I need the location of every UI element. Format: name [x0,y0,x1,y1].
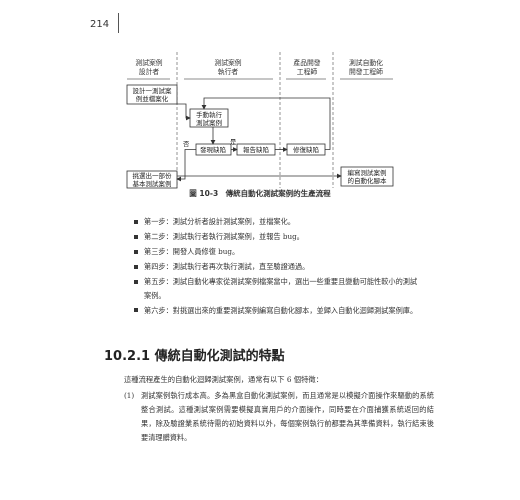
lane-3-line1: 產品開發 [293,58,320,67]
header-rule [118,13,119,33]
step-text: 第三步：開發人員修復 bug。 [144,247,240,256]
bullet-icon [134,219,138,224]
lane-1-line2: 設計者 [139,67,160,76]
box-script-line2: 的自動化腳本 [348,176,388,185]
list-item: 第三步：開發人員修復 bug。 [134,245,424,259]
paragraph-text: 測試案例執行成本高。多為黑盒自動化測試案例，而且通常是以模擬介面操作來驅動的系統… [141,391,434,442]
lane-2-line1: 測試案例 [214,58,241,67]
lane-2-line2: 執行者 [218,67,239,76]
lane-4-line2: 開發工程師 [349,67,383,76]
flow-diagram: 測試案例 設計者 測試案例 執行者 產品開發 工程師 測試自動化 開發工程師 設… [126,52,394,189]
box-manual-line1: 手動執行 [196,110,223,119]
intro-text: 這種流程產生的自動化迴歸測試案例，通常有以下 6 個特徵： [124,375,323,384]
arrow-design-to-manual [177,103,191,121]
paragraph-number: (1) [124,391,135,400]
box-design [126,84,178,105]
list-item: 第四步：測試執行者再次執行測試，直至驗證通過。 [134,260,424,274]
box-design-line2: 例並檔案化 [136,94,169,103]
figure-caption: 圖 10-3 傳統自動化測試案例的生產流程 [189,189,331,198]
box-report-label: 報告缺陷 [243,145,269,154]
lane-4-line1: 測試自動化 [349,58,383,67]
step-text: 第一步：測試分析者設計測試案例，並檔案化。 [144,217,295,226]
section-title: 10.2.1 傳統自動化測試的特點 [104,349,285,364]
paragraph-1: (1) 測試案例執行成本高。多為黑盒自動化測試案例，而且通常是以模擬介面操作來驅… [124,389,434,445]
bullet-icon [134,279,138,284]
box-script-line1: 編寫測試案例 [348,168,387,177]
label-yes: 是 [230,138,237,146]
step-text: 第六步：對挑選出來的重要測試案例編寫自動化腳本，並歸入自動化迴歸測試案例庫。 [144,305,418,315]
lane-3-line2: 工程師 [297,67,318,76]
list-item: 第一步：測試分析者設計測試案例，並檔案化。 [134,215,424,229]
steps-list: 第一步：測試分析者設計測試案例，並檔案化。 第二步：測試執行者執行測試案例，並報… [134,215,424,319]
arrow-fix-loop [201,97,331,150]
list-item: 第五步：測試自動化專家從測試案例檔案當中，選出一些重要且變動可能性較小的測試案例… [134,275,424,302]
bullet-icon [134,249,138,254]
box-fix-label: 修復缺陷 [293,145,319,154]
bullet-icon [134,308,138,312]
step-text: 第四步：測試執行者再次執行測試，直至驗證通過。 [144,262,310,271]
box-select-line1: 挑選出一部份 [133,171,173,180]
page-number: 214 [90,19,110,30]
box-select-line2: 基本測試案例 [133,179,172,188]
bullet-icon [134,234,138,239]
list-item: 第六步：對挑選出來的重要測試案例編寫自動化腳本，並歸入自動化迴歸測試案例庫。 [134,304,424,318]
list-item: 第二步：測試執行者執行測試案例，並報告 bug。 [134,230,424,244]
arrow-no-to-select [176,149,196,182]
step-text: 第二步：測試執行者執行測試案例，並報告 bug。 [144,232,304,241]
box-defect-label: 發現缺陷 [200,145,226,154]
box-design-line1: 設計一測試案 [133,86,173,95]
label-no: 否 [183,140,190,148]
box-manual-line2: 測試案例 [196,118,222,127]
step-text: 第五步：測試自動化專家從測試案例檔案當中，選出一些重要且變動可能性較小的測試案例… [144,277,418,300]
bullet-icon [134,264,138,269]
lane-1-line1: 測試案例 [135,58,162,67]
